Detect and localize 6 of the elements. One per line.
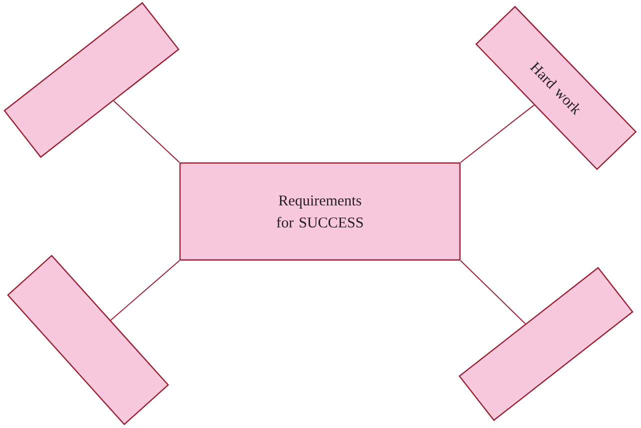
connector-line <box>460 104 535 163</box>
connector-line <box>110 260 180 321</box>
empty-box <box>4 2 180 158</box>
text-box: Requirements for SUCCESS <box>179 162 461 261</box>
connector-line <box>460 260 526 324</box>
connector-line <box>113 100 180 163</box>
